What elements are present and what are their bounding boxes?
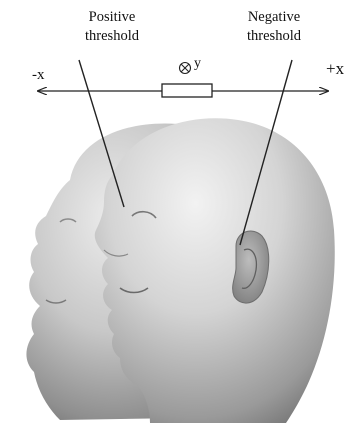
- front-head-shape: [95, 118, 335, 423]
- positive-label-line1: Positive: [62, 8, 162, 27]
- positive-label-line2: threshold: [62, 27, 162, 46]
- minus-x-label: -x: [32, 67, 45, 83]
- y-axis-letter: y: [194, 56, 201, 72]
- front-head: [95, 118, 335, 423]
- sensor-box: [162, 84, 212, 97]
- negative-threshold-label: Negative threshold: [224, 8, 324, 46]
- negative-label-line2: threshold: [224, 27, 324, 46]
- positive-threshold-label: Positive threshold: [62, 8, 162, 46]
- plus-x-label: +x: [326, 61, 344, 77]
- negative-label-line1: Negative: [224, 8, 324, 27]
